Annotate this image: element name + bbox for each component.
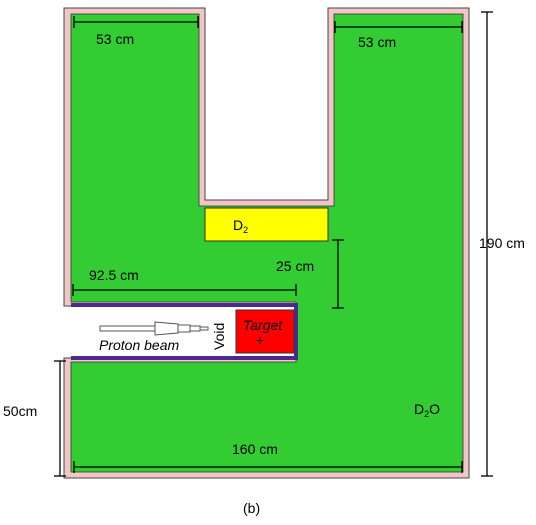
target-label: Target — [243, 317, 283, 333]
channel-liner-top — [71, 303, 296, 307]
d2-label: D2 — [233, 217, 248, 235]
dim-bottom-width — [73, 461, 463, 473]
proton-beam-arrow — [99, 321, 209, 336]
dim-total-height — [481, 11, 493, 477]
dim-top-right — [334, 21, 463, 33]
dim-top-right-label: 53 cm — [358, 34, 396, 50]
dim-lower-height-label: 50cm — [3, 403, 37, 419]
dim-channel — [72, 284, 297, 296]
target — [235, 309, 295, 354]
dim-lower-height — [54, 360, 66, 477]
dim-channel-label: 92.5 cm — [89, 267, 139, 283]
dim-gap — [332, 239, 344, 309]
dim-bottom-width-label: 160 cm — [232, 441, 278, 457]
proton-beam-label: Proton beam — [99, 337, 179, 353]
target-mark: + — [256, 332, 264, 348]
dim-top-left — [73, 16, 199, 28]
d2o-moderator — [70, 13, 464, 473]
figure-caption: (b) — [243, 500, 260, 516]
dim-top-left-label: 53 cm — [96, 31, 134, 47]
dim-gap-label: 25 cm — [276, 258, 314, 274]
dim-total-height-label: 190 cm — [479, 235, 525, 251]
channel-liner-bottom — [71, 356, 296, 360]
void-label: Void — [211, 323, 227, 350]
d2-cold-source — [204, 207, 329, 242]
d2o-label: D2O — [414, 401, 440, 419]
channel-liner-end — [294, 303, 298, 360]
